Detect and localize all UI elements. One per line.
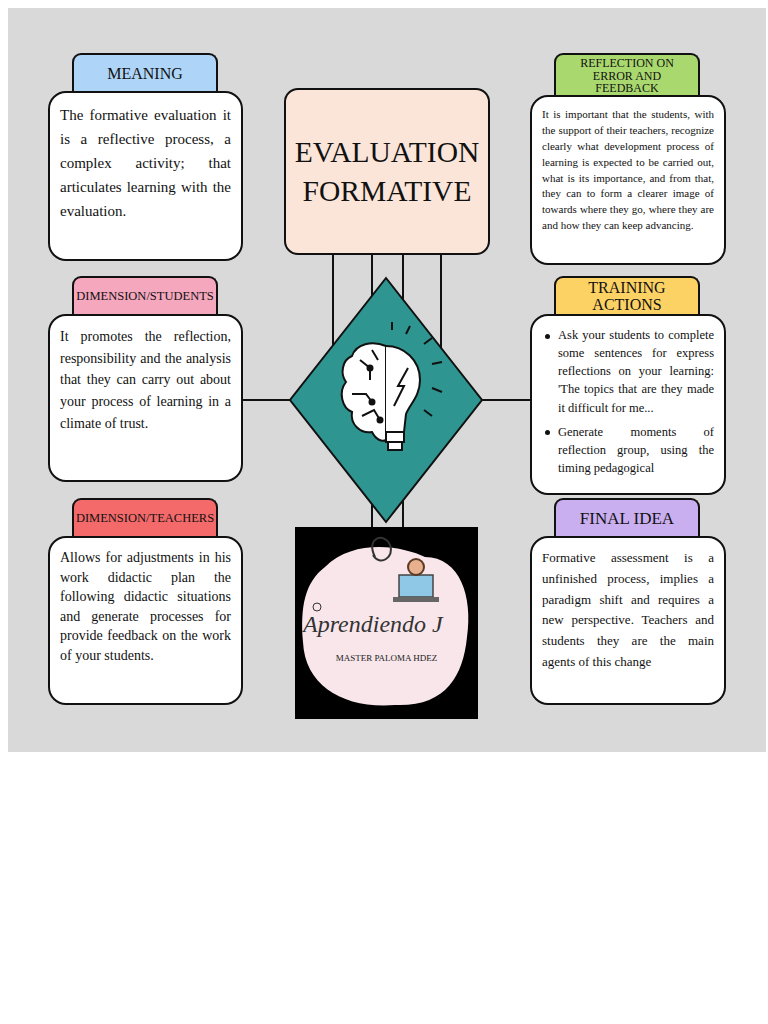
card-body: It is important that the students, with … bbox=[530, 95, 726, 265]
card-body: Ask your students to complete some sente… bbox=[530, 314, 726, 495]
card-text: Formative assessment is a unfinished pro… bbox=[542, 548, 714, 673]
card-text: The formative evaluation it is a reflect… bbox=[60, 103, 231, 223]
bullet-item: Generate moments of reflection group, us… bbox=[542, 423, 714, 477]
info-card: DIMENSION/TEACHERS Allows for adjustments… bbox=[48, 498, 243, 705]
logo-script: Aprendiendo J bbox=[303, 611, 443, 638]
title-text: EVALUATION FORMATIVE bbox=[292, 133, 482, 210]
frame-lines bbox=[240, 250, 533, 530]
card-heading: TRAINING ACTIONS bbox=[554, 276, 700, 316]
card-body: Allows for adjustments in his work didac… bbox=[48, 536, 243, 705]
apple-blob bbox=[302, 547, 468, 705]
card-text: It is important that the students, with … bbox=[542, 107, 714, 235]
teacher-head bbox=[408, 559, 424, 575]
card-text: It promotes the reflection, responsibili… bbox=[60, 326, 231, 434]
stem-swirl bbox=[372, 538, 391, 561]
laptop-screen bbox=[399, 575, 433, 597]
logo-box: Aprendiendo J MASTER PALOMA HDEZ bbox=[295, 527, 478, 719]
bullet-item: Ask your students to complete some sente… bbox=[542, 326, 714, 417]
bullet-text: Generate moments of reflection group, us… bbox=[558, 425, 714, 475]
card-heading: MEANING bbox=[72, 53, 218, 93]
title-box: EVALUATION FORMATIVE bbox=[284, 88, 490, 255]
brain-bulb-icon bbox=[342, 322, 442, 450]
card-text: Allows for adjustments in his work didac… bbox=[60, 548, 231, 666]
bullet-dot bbox=[545, 334, 550, 339]
info-card: TRAINING ACTIONS Ask your students to com… bbox=[530, 276, 726, 495]
decision-diamond bbox=[290, 278, 482, 522]
bullet-text: Ask your students to complete some sente… bbox=[558, 328, 714, 415]
info-card: DIMENSION/STUDENTS It promotes the reflec… bbox=[48, 276, 243, 482]
info-card: FINAL IDEA Formative assessment is a unfi… bbox=[530, 498, 726, 705]
grey-panel bbox=[8, 8, 766, 752]
card-heading: DIMENSION/STUDENTS bbox=[72, 276, 218, 316]
card-heading: FINAL IDEA bbox=[554, 498, 700, 538]
copyright-ring bbox=[313, 603, 321, 611]
logo-caption: MASTER PALOMA HDEZ bbox=[295, 653, 478, 663]
card-heading: REFLECTION ON ERROR AND FEEDBACK bbox=[554, 53, 700, 97]
card-heading: DIMENSION/TEACHERS bbox=[72, 498, 218, 538]
bullet-dot bbox=[545, 430, 550, 435]
card-body: It promotes the reflection, responsibili… bbox=[48, 314, 243, 482]
info-card: REFLECTION ON ERROR AND FEEDBACK It is im… bbox=[530, 53, 726, 265]
card-body: The formative evaluation it is a reflect… bbox=[48, 91, 243, 261]
info-card: MEANING The formative evaluation it is a … bbox=[48, 53, 243, 261]
laptop-base bbox=[393, 597, 439, 602]
card-body: Formative assessment is a unfinished pro… bbox=[530, 536, 726, 705]
